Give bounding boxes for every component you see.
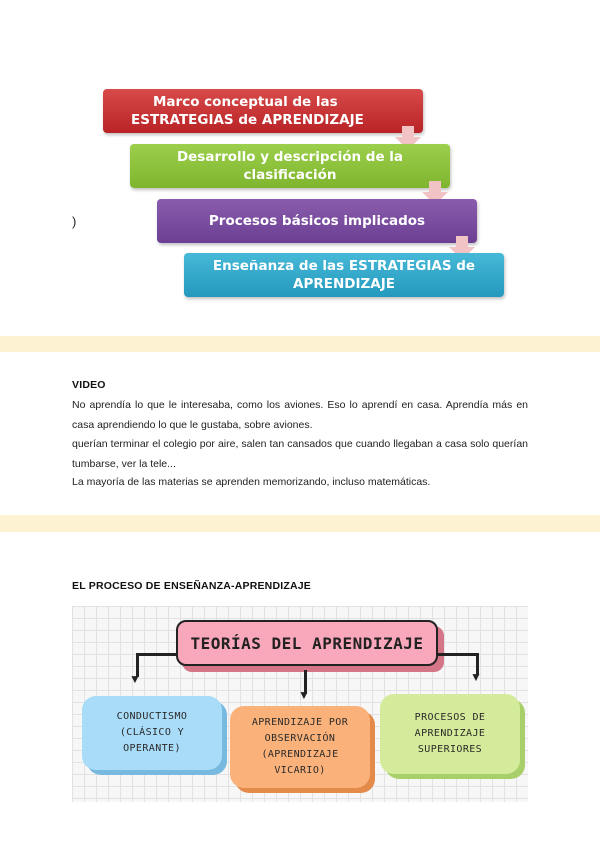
video-paragraph: No aprendía lo que le interesaba, como l…: [72, 399, 528, 431]
connector-line: [304, 670, 307, 694]
separator-bar: [0, 336, 600, 352]
connector-line: [138, 653, 178, 656]
box-text: (CLÁSICO Y: [119, 727, 185, 738]
box-text: APRENDIZAJE POR: [251, 717, 349, 728]
video-paragraph: querían terminar el colegio por aire, sa…: [72, 438, 528, 470]
arrow-down-icon: ▼: [129, 672, 141, 686]
step-text: ESTRATEGIAS de APRENDIZAJE: [131, 112, 364, 128]
arrow-down-icon: ▼: [298, 688, 310, 702]
step-text: Enseñanza de las ESTRATEGIAS de: [212, 258, 476, 274]
video-heading: VIDEO: [72, 379, 106, 391]
process-heading: EL PROCESO DE ENSEÑANZA-APRENDIZAJE: [72, 580, 312, 592]
connector-line: [476, 653, 479, 675]
stray-mark: ): [72, 214, 77, 229]
box-text: (APRENDIZAJE: [261, 749, 339, 760]
step-marco-conceptual: Marco conceptual de las ESTRATEGIAS de A…: [103, 89, 423, 133]
step-procesos-basicos: Procesos básicos implicados: [157, 199, 477, 243]
box-text: OPERANTE): [123, 743, 181, 754]
box-text: APRENDIZAJE: [414, 728, 486, 739]
step-desarrollo: Desarrollo y descripción de la clasifica…: [130, 144, 450, 188]
box-text: CONDUCTISMO: [116, 711, 188, 722]
box-text: PROCESOS DE: [414, 712, 486, 723]
theories-title: TEORÍAS DEL APRENDIZAJE: [176, 620, 438, 666]
step-text: clasificación: [243, 167, 337, 183]
step-text: Desarrollo y descripción de la: [176, 149, 404, 165]
box-text: SUPERIORES: [417, 744, 483, 755]
step-ensenanza: Enseñanza de las ESTRATEGIAS de APRENDIZ…: [184, 253, 504, 297]
separator-bar: [0, 515, 600, 532]
box-observacion: APRENDIZAJE POR OBSERVACIÓN (APRENDIZAJE…: [230, 706, 370, 788]
step-text: Marco conceptual de las: [153, 94, 338, 110]
box-text: OBSERVACIÓN: [264, 733, 336, 744]
box-conductismo: CONDUCTISMO (CLÁSICO Y OPERANTE): [82, 696, 222, 770]
box-procesos-superiores: PROCESOS DE APRENDIZAJE SUPERIORES: [380, 694, 520, 774]
step-text: APRENDIZAJE: [293, 276, 395, 292]
box-text: VICARIO): [274, 765, 326, 776]
step-text: Procesos básicos implicados: [208, 213, 426, 229]
video-paragraph: La mayoría de las materias se aprenden m…: [72, 476, 431, 488]
connector-line: [136, 653, 139, 677]
theories-image: TEORÍAS DEL APRENDIZAJE ▼ ▼ ▼ CONDUCTISM…: [72, 606, 528, 802]
arrow-down-icon: ▼: [470, 670, 482, 684]
connector-line: [438, 653, 478, 656]
